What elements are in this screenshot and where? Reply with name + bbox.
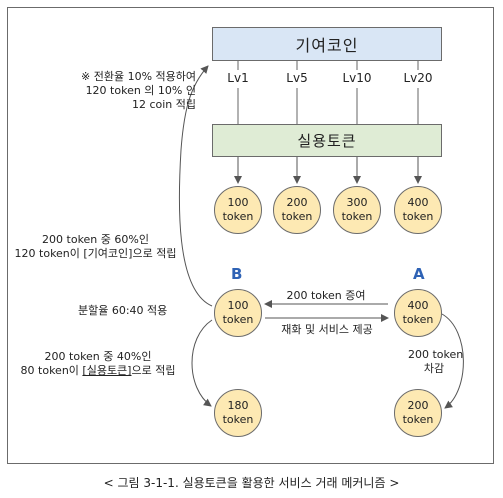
conversion-note: ※ 전환율 10% 적용하여 120 token 의 10% 인 12 coin… (81, 70, 196, 112)
deduct-label: 200 token 차감 (408, 348, 464, 376)
conversion-note-line: 12 coin 적립 (131, 98, 196, 111)
gift-label: 200 token 증여 (286, 289, 366, 302)
coin-unit: token (402, 210, 434, 223)
contribution-arrow (178, 65, 213, 307)
deduct-label-line: 200 token (408, 348, 464, 361)
utility-arrow (191, 319, 213, 407)
note-line: 200 token 중 40%인 (44, 350, 152, 363)
level-label: Lv1 (227, 71, 249, 85)
utility-token-box: 실용토큰 (212, 124, 442, 157)
conversion-note-line: 120 token 의 10% 인 (85, 84, 196, 97)
note-text: 으로 적립 (131, 364, 176, 377)
coin-unit: token (341, 210, 373, 223)
coin-lv1: 100 token (214, 186, 262, 234)
utility-token-label: 실용토큰 (297, 132, 357, 150)
coin-unit: token (222, 210, 254, 223)
coin-b-after: 180 token (214, 389, 262, 437)
level-label: Lv20 (403, 71, 433, 85)
note-text: 80 token이 (20, 364, 83, 377)
coin-unit: token (222, 313, 254, 326)
coin-amount: 200 (407, 399, 429, 412)
coin-lv5: 200 token (273, 186, 321, 234)
coin-amount: 100 (227, 299, 249, 312)
coin-unit: token (222, 413, 254, 426)
label-b: B (231, 265, 243, 283)
coin-amount: 400 (407, 299, 429, 312)
coin-unit: token (402, 313, 434, 326)
contribution-coin-label: 기여코인 (295, 36, 359, 55)
diagram-frame (7, 7, 494, 464)
coin-a-after: 200 token (394, 389, 442, 437)
note-underlined-text: [실용토큰] (82, 364, 132, 377)
deduct-arrow (441, 313, 464, 409)
coin-amount: 200 (286, 196, 308, 209)
contribution-coin-box: 기여코인 (212, 27, 442, 61)
service-label: 재화 및 서비스 제공 (281, 323, 373, 336)
coin-b: 100 token (214, 289, 262, 337)
split-ratio-note: 분할율 60:40 적용 (78, 304, 168, 317)
level-label: Lv5 (286, 71, 308, 85)
label-a: A (413, 265, 425, 283)
coin-unit: token (402, 413, 434, 426)
coin-amount: 400 (407, 196, 429, 209)
coin-amount: 100 (227, 196, 249, 209)
deduct-label-line: 차감 (423, 362, 445, 375)
coin-unit: token (281, 210, 313, 223)
contribution-split-note: 200 token 중 60%인 120 token이 [기여코인]으로 적립 (8, 233, 183, 261)
coin-lv10: 300 token (333, 186, 381, 234)
note-line: 120 token이 [기여코인]으로 적립 (14, 247, 177, 260)
coin-a: 400 token (394, 289, 442, 337)
conversion-note-line: ※ 전환율 10% 적용하여 (81, 70, 196, 83)
level-label: Lv10 (342, 71, 372, 85)
utility-split-note: 200 token 중 40%인 80 token이 [실용토큰]으로 적립 (8, 350, 188, 378)
figure-caption: < 그림 3-1-1. 실용토큰을 활용한 서비스 거래 메커니즘 > (103, 476, 400, 490)
coin-amount: 180 (227, 399, 249, 412)
coin-lv20: 400 token (394, 186, 442, 234)
note-line: 200 token 중 60%인 (42, 233, 149, 246)
note-line: 80 token이 [실용토큰]으로 적립 (8, 364, 188, 378)
coin-amount: 300 (346, 196, 368, 209)
